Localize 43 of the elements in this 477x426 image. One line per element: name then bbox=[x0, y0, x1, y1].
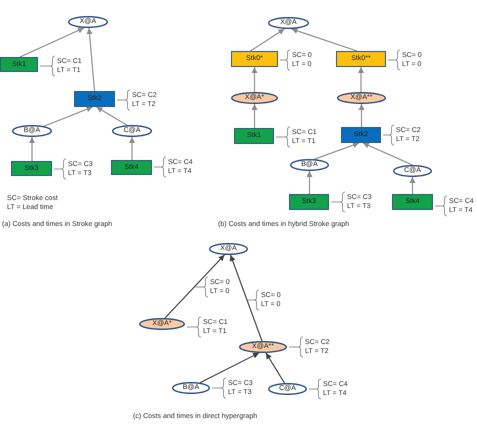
arrow bbox=[358, 104, 364, 127]
arrow bbox=[358, 67, 364, 92]
arrow bbox=[252, 67, 258, 92]
arrow bbox=[86, 28, 96, 92]
arrow bbox=[44, 106, 93, 127]
state-ellipse bbox=[239, 341, 287, 353]
state-ellipse bbox=[172, 382, 210, 394]
stroke-box bbox=[392, 194, 433, 210]
arrow bbox=[362, 142, 413, 166]
state-ellipse bbox=[290, 159, 329, 171]
stroke-box bbox=[336, 51, 386, 67]
arrow bbox=[250, 28, 285, 52]
state-ellipse bbox=[268, 383, 307, 395]
arrow bbox=[252, 104, 258, 128]
stroke-box bbox=[289, 194, 329, 210]
state-ellipse bbox=[393, 165, 432, 177]
arrow bbox=[314, 142, 360, 160]
state-ellipse bbox=[12, 125, 52, 137]
stroke-box bbox=[74, 91, 115, 107]
stroke-box bbox=[11, 161, 52, 176]
state-ellipse bbox=[139, 318, 185, 330]
arrow bbox=[29, 137, 35, 161]
state-ellipse bbox=[231, 92, 278, 104]
arrow bbox=[291, 28, 358, 52]
stroke-box bbox=[111, 160, 152, 175]
arrow bbox=[20, 27, 84, 58]
state-ellipse bbox=[68, 16, 108, 28]
arrow bbox=[230, 254, 263, 342]
arrow bbox=[164, 254, 225, 318]
state-ellipse bbox=[209, 243, 248, 255]
arrow bbox=[129, 137, 135, 160]
stroke-box bbox=[341, 127, 381, 143]
stroke-box bbox=[231, 51, 278, 67]
arrow bbox=[266, 352, 285, 384]
stroke-box bbox=[0, 57, 38, 72]
state-ellipse bbox=[112, 125, 152, 137]
arrow bbox=[306, 171, 312, 194]
arrow bbox=[96, 106, 128, 126]
stroke-box bbox=[234, 128, 274, 144]
arrow bbox=[200, 352, 260, 384]
arrow bbox=[410, 177, 416, 194]
state-ellipse bbox=[337, 92, 386, 104]
state-ellipse bbox=[268, 17, 309, 29]
